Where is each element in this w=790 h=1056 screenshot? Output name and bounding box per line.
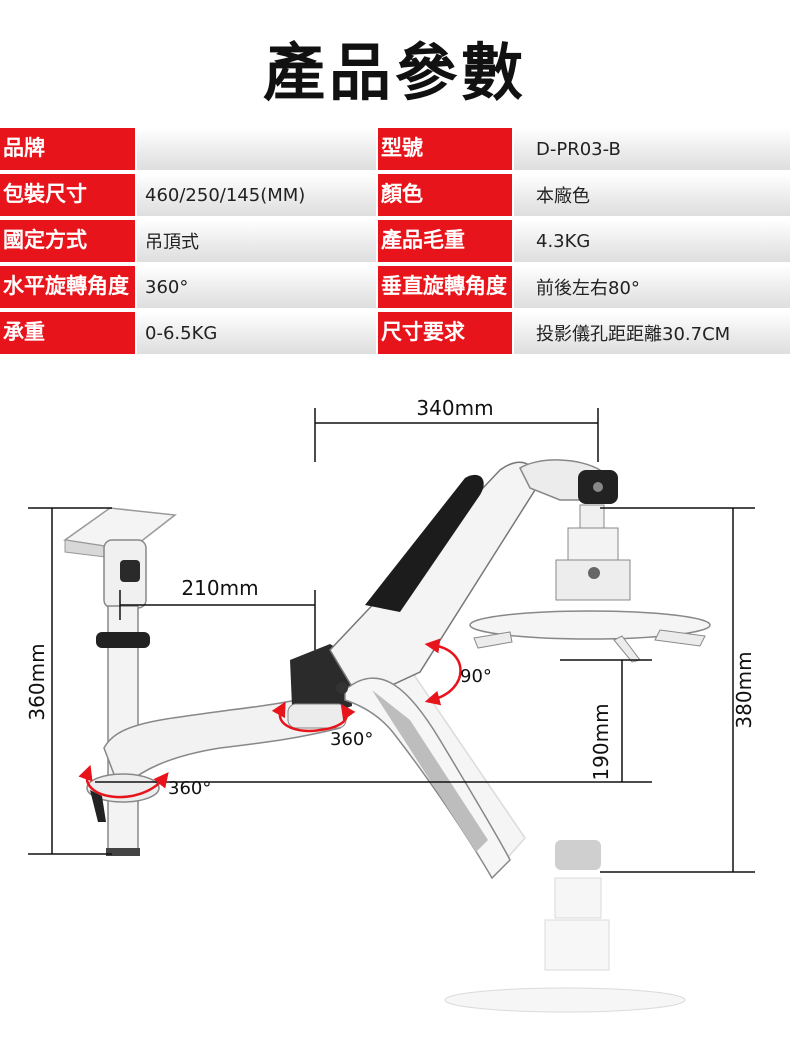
spec-value: D-PR03-B [514, 128, 790, 170]
spec-label: 國定方式 [0, 220, 135, 262]
spec-row: 承重 0-6.5KG 尺寸要求 投影儀孔距距離30.7CM [0, 312, 790, 358]
pivot-screw-icon [336, 682, 348, 694]
page-title: 產品參數 [262, 36, 527, 109]
joint-rotate-arrow-icon [271, 701, 356, 733]
projector-plate [469, 610, 711, 640]
spec-row: 包裝尺寸 460/250/145(MM) 顏色 本廠色 [0, 174, 790, 220]
spec-row: 國定方式 吊頂式 產品毛重 4.3KG [0, 220, 790, 266]
dim-210-label: 210mm [181, 576, 258, 600]
spec-label: 型號 [378, 128, 512, 170]
spec-label: 尺寸要求 [378, 312, 512, 354]
base-rotate-arrow-icon [78, 764, 169, 799]
spec-label: 顏色 [378, 174, 512, 216]
spec-label: 水平旋轉角度 [0, 266, 135, 308]
mount-diagram: 340mm 210mm 360mm 380mm 190mm 90° 360° 3… [25, 396, 756, 1013]
dim-380-right [600, 507, 755, 873]
projector-leg-down [613, 635, 641, 663]
spec-value: 460/250/145(MM) [137, 174, 376, 216]
dim-340-label: 340mm [416, 396, 493, 420]
spec-label: 產品毛重 [378, 220, 512, 262]
lower-link-shadow [372, 690, 488, 852]
dim-360-label: 360mm [25, 643, 49, 720]
dim-360-left [28, 507, 112, 855]
joint-angle-label: 360° [330, 729, 373, 750]
spec-row: 品牌 型號 D-PR03-B [0, 128, 790, 174]
spec-label: 包裝尺寸 [0, 174, 135, 216]
projector-leg-left [473, 631, 513, 649]
projector-leg-right [654, 629, 706, 647]
spec-label: 品牌 [0, 128, 135, 170]
spec-value: 本廠色 [514, 174, 790, 216]
spec-value: 4.3KG [514, 220, 790, 262]
spec-table: 品牌 型號 D-PR03-B 包裝尺寸 460/250/145(MM) 顏色 本… [0, 128, 790, 358]
spec-value: 投影儀孔距距離30.7CM [514, 312, 790, 354]
dim-340 [314, 408, 599, 462]
tilt-knob-screw-icon [593, 482, 603, 492]
spec-value: 前後左右80° [514, 266, 790, 308]
spec-row: 水平旋轉角度 360° 垂直旋轉角度 前後左右80° [0, 266, 790, 312]
spec-value: 360° [137, 266, 376, 308]
bracket-screw-icon [588, 567, 600, 579]
pole-top-knob [120, 560, 140, 582]
dim-210 [119, 590, 316, 650]
spec-value [137, 128, 376, 170]
upper-arm [329, 461, 537, 701]
bracket-ring [555, 559, 631, 601]
tilt-arrow-icon [424, 638, 462, 706]
spec-label: 垂直旋轉角度 [378, 266, 512, 308]
tilt-angle-label: 90° [460, 666, 492, 687]
base-angle-label: 360° [168, 778, 211, 799]
spec-value: 0-6.5KG [137, 312, 376, 354]
spec-value: 吊頂式 [137, 220, 376, 262]
pole-cap [106, 848, 140, 856]
dim-190-label: 190mm [589, 703, 613, 780]
dim-380-label: 380mm [732, 651, 756, 728]
spec-label: 承重 [0, 312, 135, 354]
dim-190 [95, 659, 652, 783]
bracket-body [567, 527, 619, 563]
pole-clamp [96, 632, 150, 648]
base-handle [90, 790, 106, 822]
upper-arm-panel [365, 474, 484, 612]
